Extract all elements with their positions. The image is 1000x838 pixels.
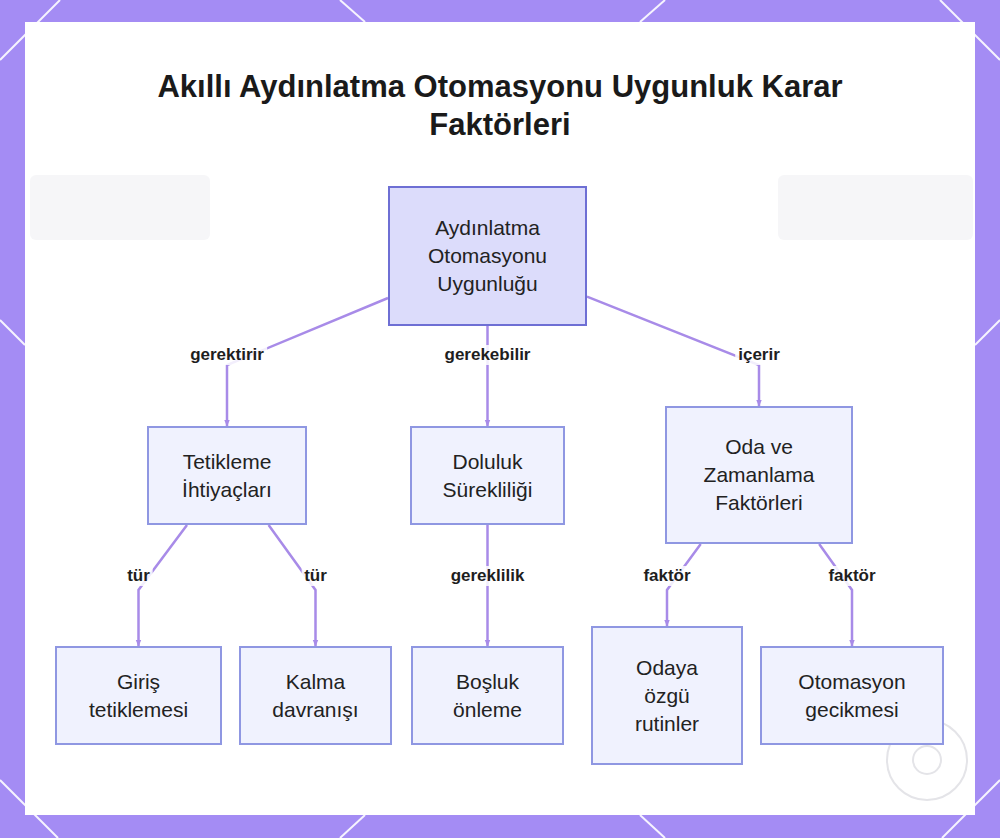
node-text-group: Odaya özgü rutinler bbox=[627, 654, 707, 738]
node-label: Kalma davranışı bbox=[259, 668, 372, 724]
connector-arrow bbox=[486, 326, 489, 426]
root-box: Aydınlatma Otomasyonu Uygunluğu bbox=[388, 186, 587, 326]
process-box: Oda ve Zamanlama Faktörleri bbox=[665, 406, 853, 544]
process-box: Kalma davranışı bbox=[239, 646, 392, 745]
process-box: Doluluk Sürekliliği bbox=[410, 426, 565, 525]
process-box: Otomasyon gecikmesi bbox=[760, 646, 944, 745]
process-box: Giriş tetiklemesi bbox=[55, 646, 222, 745]
node-text-group: Tetikleme İhtiyaçları bbox=[167, 448, 287, 504]
process-box: Odaya özgü rutinler bbox=[591, 626, 743, 765]
diagram-title: Akıllı Aydınlatma Otomasyonu Uygunluk Ka… bbox=[150, 68, 850, 144]
edge-label: faktör bbox=[825, 566, 878, 586]
node-text-group: Doluluk Sürekliliği bbox=[428, 448, 547, 504]
node-text-group: Kalma davranışı bbox=[259, 668, 372, 724]
process-box: Boşluk önleme bbox=[411, 646, 564, 745]
edge-label: gereklilik bbox=[448, 566, 528, 586]
node-label: Giriş tetiklemesi bbox=[73, 668, 204, 724]
edge-label: gerekebilir bbox=[442, 345, 534, 365]
edge-label: gerektirir bbox=[187, 345, 267, 365]
connector-arrow bbox=[819, 544, 852, 646]
connector-arrow bbox=[587, 297, 759, 406]
node-label: Doluluk Sürekliliği bbox=[428, 448, 547, 504]
node-text-group: Aydınlatma Otomasyonu Uygunluğu bbox=[410, 214, 565, 298]
edge-label: faktör bbox=[640, 566, 693, 586]
node-label: Otomasyon gecikmesi bbox=[780, 668, 924, 724]
node-text-group: Oda ve Zamanlama Faktörleri bbox=[704, 433, 815, 517]
process-box: Tetikleme İhtiyaçları bbox=[147, 426, 307, 525]
edge-label: tür bbox=[301, 566, 330, 586]
node-label: Odaya özgü rutinler bbox=[627, 654, 707, 738]
node-label: Boşluk önleme bbox=[435, 668, 540, 724]
node-label: Tetikleme İhtiyaçları bbox=[167, 448, 287, 504]
edge-label: içerir bbox=[735, 345, 783, 365]
node-label: Oda ve Zamanlama Faktörleri bbox=[704, 433, 815, 517]
edge-label: tür bbox=[124, 566, 153, 586]
node-text-group: Boşluk önleme bbox=[435, 668, 540, 724]
node-label: Aydınlatma Otomasyonu Uygunluğu bbox=[410, 214, 565, 298]
node-text-group: Giriş tetiklemesi bbox=[73, 668, 204, 724]
node-text-group: Otomasyon gecikmesi bbox=[780, 668, 924, 724]
